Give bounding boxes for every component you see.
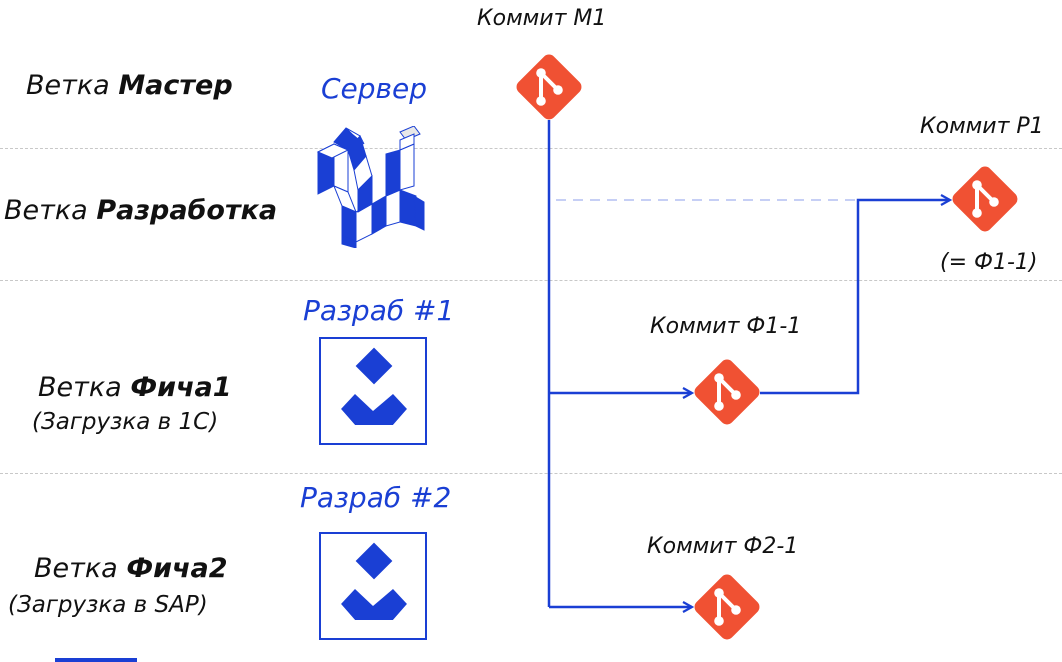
- dev1-title: Разраб #1: [303, 294, 455, 327]
- row-divider-2: [0, 280, 1062, 281]
- branch-feature1-note: (Загрузка в 1С): [32, 409, 219, 435]
- row-divider-1: [0, 148, 1062, 149]
- developer-figure-icon: [341, 347, 407, 425]
- commit-p1-note: (= Ф1-1): [940, 250, 1038, 275]
- branch-master-prefix: Ветка: [26, 70, 119, 101]
- git-logo-icon: [689, 354, 765, 430]
- branch-feature2-name: Фича2: [126, 553, 228, 584]
- server-title: Сервер: [321, 72, 428, 105]
- commit-f1-1-label: Коммит Ф1-1: [650, 314, 802, 339]
- branch-develop-name: Разработка: [96, 195, 278, 226]
- commit-p1-label: Коммит Р1: [920, 114, 1044, 139]
- branch-feature1-prefix: Ветка: [38, 372, 131, 403]
- branch-develop-label: Ветка Разработка: [4, 195, 277, 226]
- git-logo-icon: [947, 161, 1023, 237]
- branch-master-label: Ветка Мастер: [26, 70, 233, 101]
- commit-f2-1-label: Коммит Ф2-1: [647, 534, 799, 559]
- dev2-title: Разраб #2: [300, 481, 452, 514]
- branch-master-name: Мастер: [118, 70, 233, 101]
- branch-feature1-name: Фича1: [130, 372, 232, 403]
- cube-snake-icon: [316, 126, 425, 248]
- commit-m1-label: Коммит М1: [477, 6, 607, 31]
- feature1-merge-path: [760, 200, 950, 395]
- git-logo-icon: [511, 49, 587, 125]
- branch-feature2-note: (Загрузка в SAP): [8, 592, 208, 618]
- dev1-box: [319, 337, 427, 445]
- branch-feature2-prefix: Ветка: [34, 553, 127, 584]
- git-logo-icon: [689, 569, 765, 645]
- developer-figure-icon: [341, 542, 407, 620]
- branch-feature2-label: Ветка Фича2: [34, 553, 228, 584]
- bottom-accent-bar: [55, 658, 137, 662]
- dev2-box: [319, 532, 427, 640]
- row-divider-3: [0, 473, 1062, 474]
- branch-feature1-label: Ветка Фича1: [38, 372, 232, 403]
- branch-develop-prefix: Ветка: [4, 195, 97, 226]
